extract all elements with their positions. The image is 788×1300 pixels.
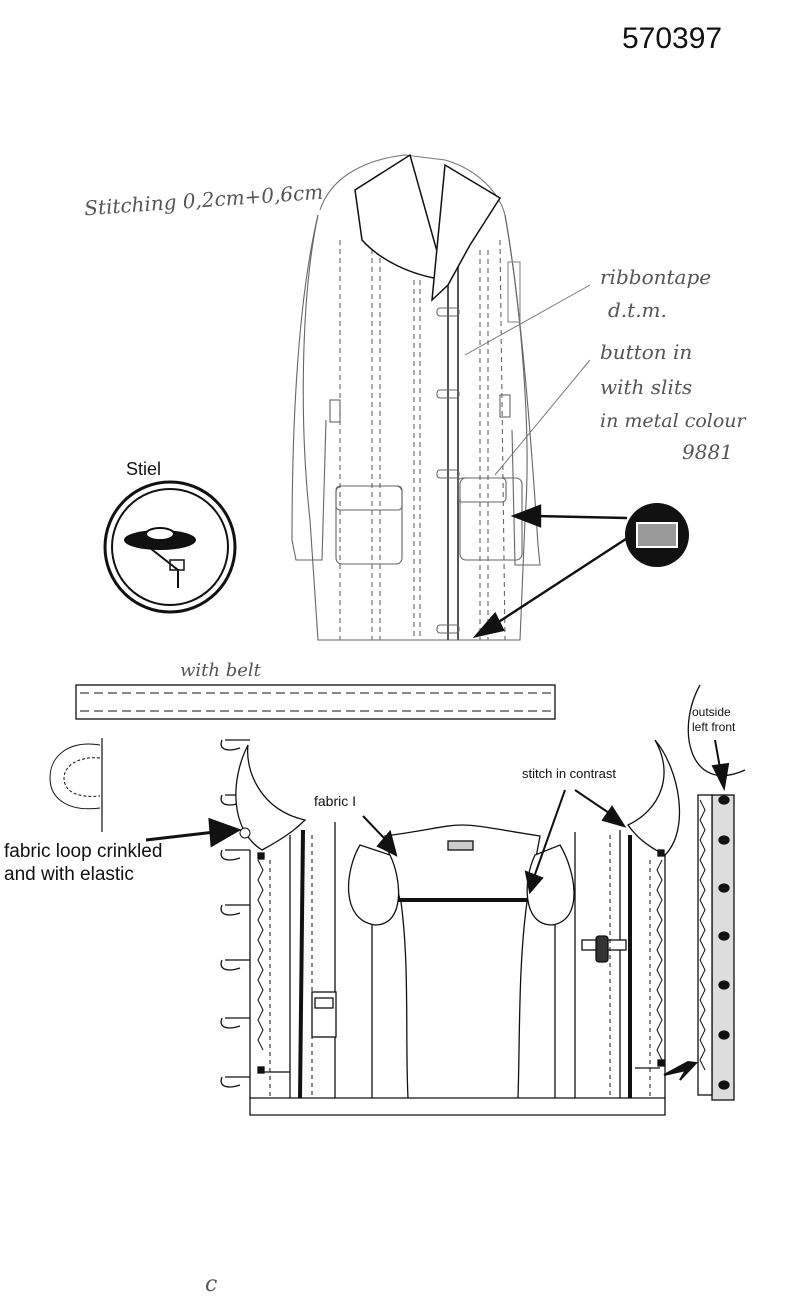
stitch-contrast-label: stitch in contrast xyxy=(522,766,616,781)
loop-arrow xyxy=(145,817,242,848)
fabric-label: fabric I xyxy=(314,793,357,809)
ribbontape-color-note: d.t.m. xyxy=(608,298,667,322)
outside-left-front-drawing xyxy=(687,684,746,1101)
outside-front-label: outside left front xyxy=(692,705,735,735)
style-number: 570397 xyxy=(622,22,723,55)
ribbontape-note: ribbontape xyxy=(600,265,712,289)
fabric-loop-line2: and with elastic xyxy=(4,864,134,885)
belt-note: with belt xyxy=(180,660,261,681)
callout-arrows xyxy=(472,504,633,638)
inside-flat-drawing xyxy=(220,739,681,1116)
colour-code: 9881 xyxy=(682,440,733,464)
fabric-loop-icon xyxy=(49,738,103,832)
coat-sketch xyxy=(291,154,541,641)
button-note-line3: in metal colour xyxy=(600,410,746,432)
button-note-line2: with slits xyxy=(600,375,693,399)
coat-collar xyxy=(354,153,502,302)
fabric-loop-note: fabric loop crinkled and with elastic xyxy=(4,840,234,886)
outside-front-line2: left front xyxy=(692,720,736,734)
belt-drawing xyxy=(75,684,556,720)
contrast-arrows xyxy=(362,739,730,1081)
zipper-pull-icon xyxy=(625,503,689,567)
fabric-loop-line1: fabric loop crinkled xyxy=(4,841,163,862)
button-note-line1: button in xyxy=(600,340,693,364)
stiel-detail-icon xyxy=(103,480,237,614)
fabric-loop-mark xyxy=(239,827,251,839)
stiel-label: Stiel xyxy=(126,459,162,479)
outside-front-line1: outside xyxy=(692,705,731,719)
corner-mark: c xyxy=(205,1272,218,1297)
annotation-lines xyxy=(464,284,591,476)
